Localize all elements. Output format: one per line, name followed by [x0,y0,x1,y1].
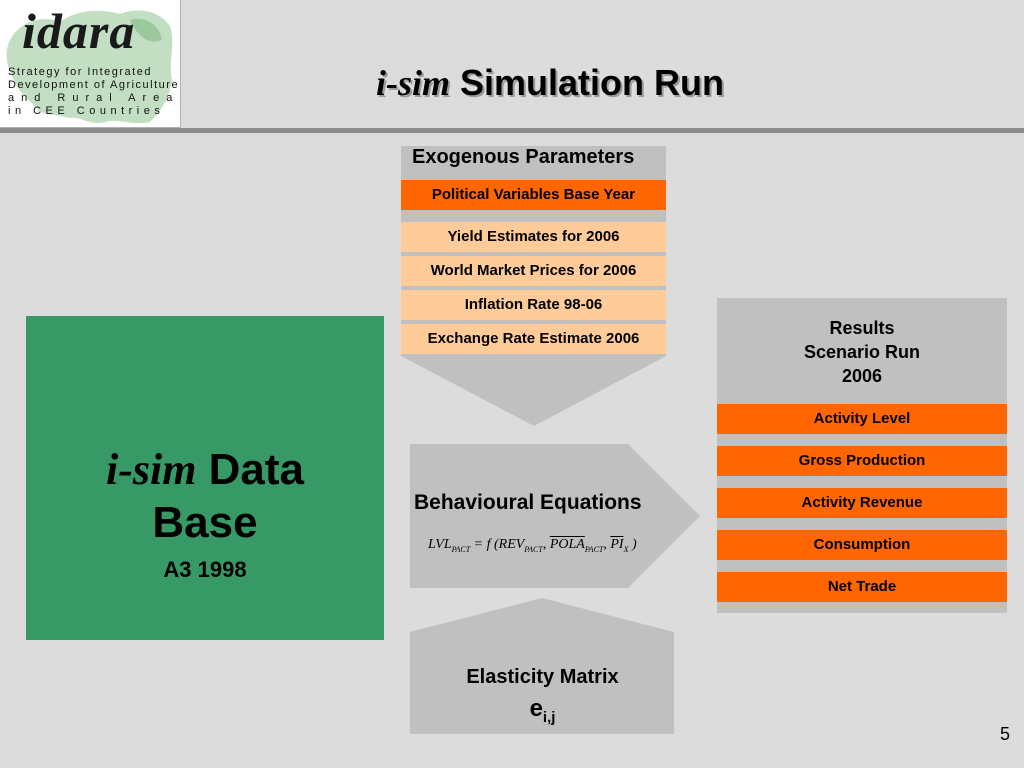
result-item-net-trade: Net Trade [717,572,1007,602]
header-divider [180,128,1024,133]
behavioural-title: Behavioural Equations [414,491,642,514]
exogenous-item-world-prices: World Market Prices for 2006 [401,256,666,286]
exogenous-title: Exogenous Parameters [412,146,635,168]
logo-tagline-4: in CEE Countries [8,105,165,117]
slide-title: i-sim Simulation Run [376,62,725,103]
database-box: i-sim Data Base A3 1998 [26,316,384,640]
elasticity-title: Elasticity Matrix [466,666,619,688]
exogenous-arrow-shape [401,146,666,426]
exogenous-item-political: Political Variables Base Year [401,180,666,210]
exogenous-item-yield: Yield Estimates for 2006 [401,222,666,252]
database-title-line2: Base [152,498,258,547]
exogenous-item-exchange-rate: Exchange Rate Estimate 2006 [401,324,666,354]
header-divider-left [0,128,180,133]
result-item-consumption: Consumption [717,530,1007,560]
logo-wordmark: idara [22,3,136,59]
page-number: 5 [1000,724,1011,744]
database-title-line1: i-sim Data [105,445,305,494]
result-item-gross-production: Gross Production [717,446,1007,476]
results-title-line3: 2006 [841,366,883,386]
results-title-line1: Results [829,318,895,338]
logo-tagline-3: and Rural Areas [8,92,181,104]
database-version: A3 1998 [163,557,247,582]
behavioural-arrow-shape [410,444,700,588]
results-title-line2: Scenario Run [803,342,921,362]
result-item-activity-revenue: Activity Revenue [717,488,1007,518]
logo-tagline-2: Development of Agriculture [8,79,180,91]
exogenous-item-inflation: Inflation Rate 98-06 [401,290,666,320]
logo-tagline-1: Strategy for Integrated [8,66,152,78]
elasticity-arrow-shape [410,598,674,734]
elasticity-symbol: ei,j [529,695,556,726]
logo: idara Strategy for Integrated Developmen… [0,0,181,128]
result-item-activity-level: Activity Level [717,404,1007,434]
behavioural-formula: LVLPACT = f (REVPACT, POLAPACT, PIX ) [428,537,637,554]
europe-map-icon [6,10,173,124]
